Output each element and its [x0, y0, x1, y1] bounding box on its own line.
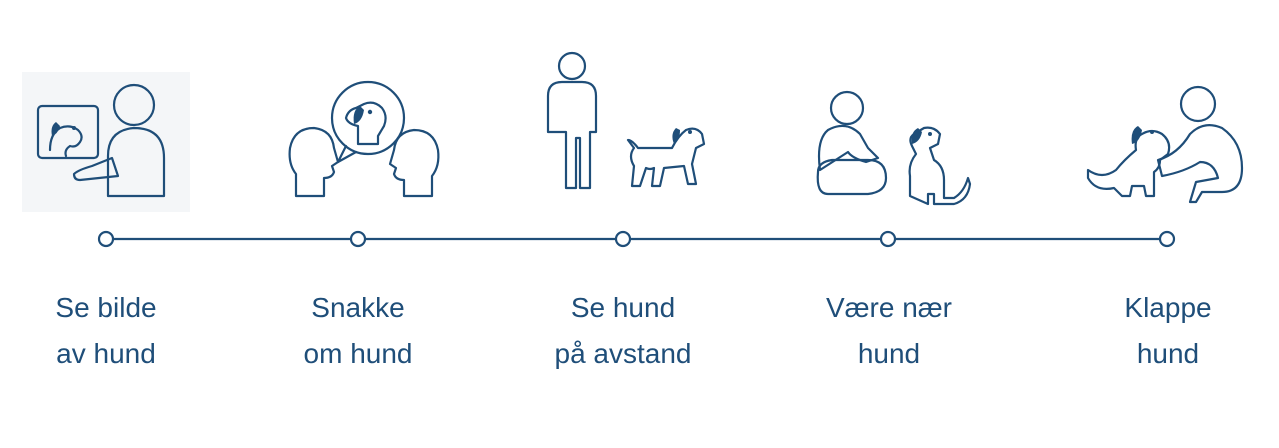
timeline-node-5	[1158, 230, 1176, 248]
step-label-se-bilde: Se bilde av hund	[0, 285, 216, 377]
step-label-line2: om hund	[303, 338, 413, 369]
timeline-node-3	[614, 230, 632, 248]
step-label-line1: Klappe	[1124, 292, 1212, 323]
illustrations	[22, 51, 1244, 212]
people-talking-about-dog-icon	[288, 80, 440, 198]
step-label-klappe: Klappe hund	[1058, 285, 1278, 377]
step-label-line2: på avstand	[554, 338, 692, 369]
person-watching-dog-at-distance-icon	[546, 51, 706, 190]
step-label-snakke: Snakke om hund	[248, 285, 468, 377]
step-label-line2: hund	[857, 338, 921, 369]
step-label-line1: Være nær	[825, 292, 953, 323]
step-label-line1: Se bilde	[55, 292, 157, 323]
step-label-line2: hund	[1136, 338, 1200, 369]
step-label-line1: Snakke	[311, 292, 405, 323]
step-label-se-hund: Se hund på avstand	[513, 285, 733, 377]
person-sitting-near-dog-icon	[816, 90, 972, 206]
person-looking-at-dog-picture-icon	[22, 72, 190, 212]
timeline-node-2	[349, 230, 367, 248]
step-label-line1: Se hund	[570, 292, 676, 323]
step-label-vaere-naer: Være nær hund	[779, 285, 999, 377]
timeline-node-4	[879, 230, 897, 248]
timeline-node-1	[97, 230, 115, 248]
person-petting-dog-icon	[1086, 85, 1244, 204]
step-label-line2: av hund	[56, 338, 156, 369]
